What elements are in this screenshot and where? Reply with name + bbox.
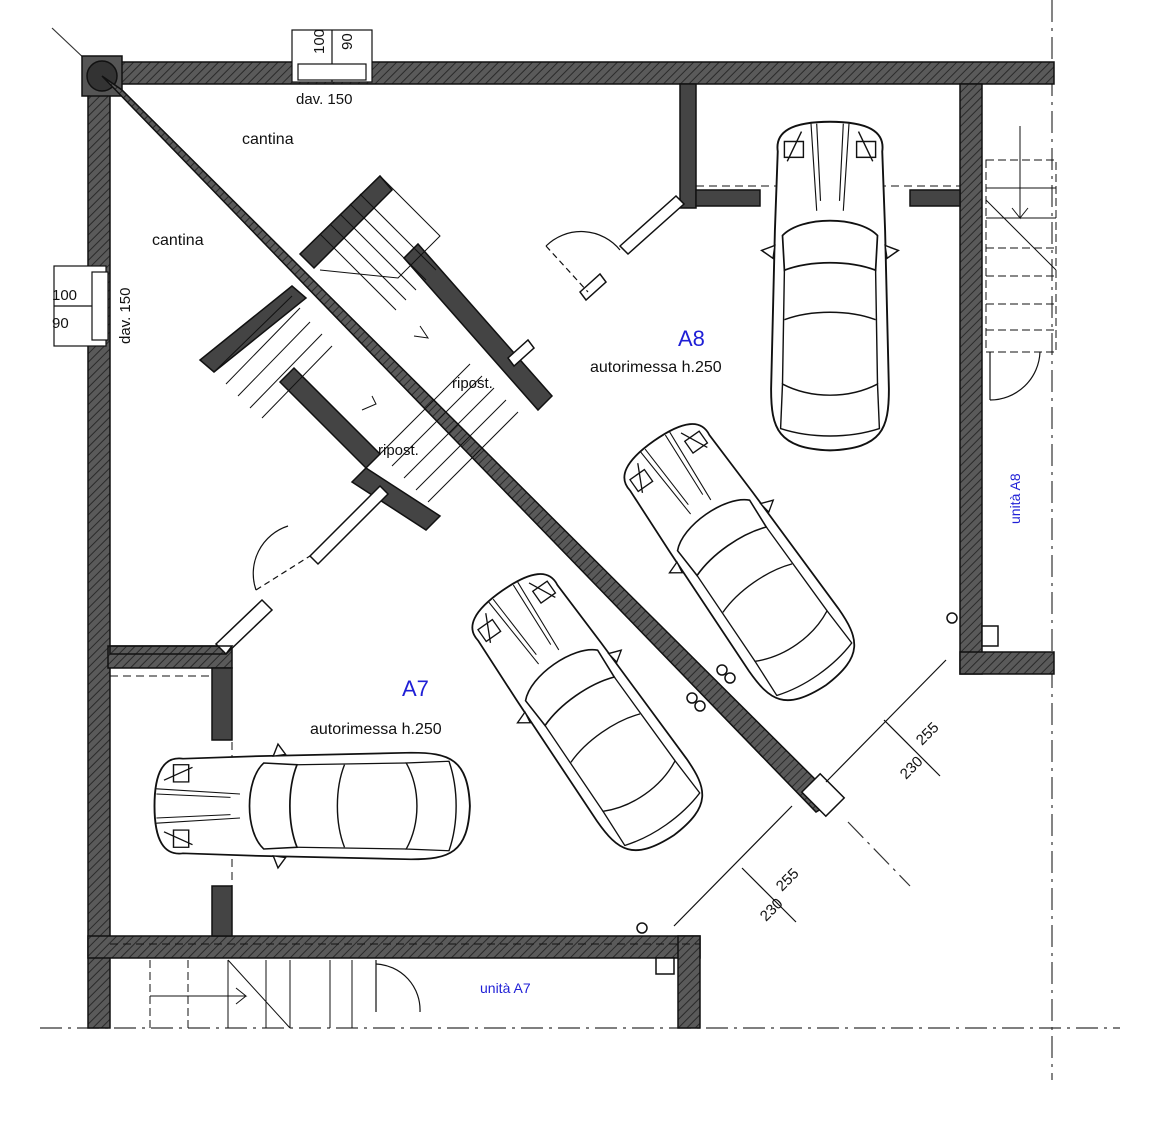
opening-lower-height: 230	[757, 895, 787, 925]
window-top-dim-a: 100	[311, 29, 328, 54]
car-icon	[760, 120, 900, 452]
window-left-sill: dav. 150	[117, 288, 134, 344]
partitions	[109, 194, 686, 656]
unit-bottom-label-a7: unità A7	[480, 980, 531, 996]
diagonal-wall	[101, 75, 846, 818]
room-label-cantina-1: cantina	[242, 131, 294, 148]
room-label-ripost-1: ripost.	[452, 375, 493, 392]
window-boxes	[53, 29, 373, 347]
unit-desc-a8: autorimessa h.250	[590, 359, 722, 376]
room-label-cantina-2: cantina	[152, 232, 204, 249]
car-icon	[601, 403, 879, 723]
room-label-ripost-2: ripost.	[378, 442, 419, 459]
unit-side-label-a8: unità A8	[1007, 473, 1023, 524]
opening-upper-width: 255	[913, 719, 943, 749]
unit-desc-a7: autorimessa h.250	[310, 721, 442, 738]
car-icon	[153, 743, 471, 869]
stair-icon	[198, 174, 554, 531]
door-swing-icon	[252, 230, 1041, 1013]
unit-code-a8: A8	[678, 326, 705, 351]
side-stairs	[149, 126, 1057, 1029]
axis-lines	[40, 0, 1120, 1080]
window-left-dim-a: 100	[52, 287, 77, 304]
window-top-dim-b: 90	[339, 33, 356, 50]
column-icon	[636, 612, 999, 975]
opening-lower-width: 255	[773, 865, 803, 895]
unit-code-a7: A7	[402, 676, 429, 701]
window-top-sill: dav. 150	[296, 91, 352, 108]
car-icon	[449, 553, 727, 873]
opening-lines	[673, 659, 947, 927]
window-left-dim-b: 90	[52, 315, 69, 332]
